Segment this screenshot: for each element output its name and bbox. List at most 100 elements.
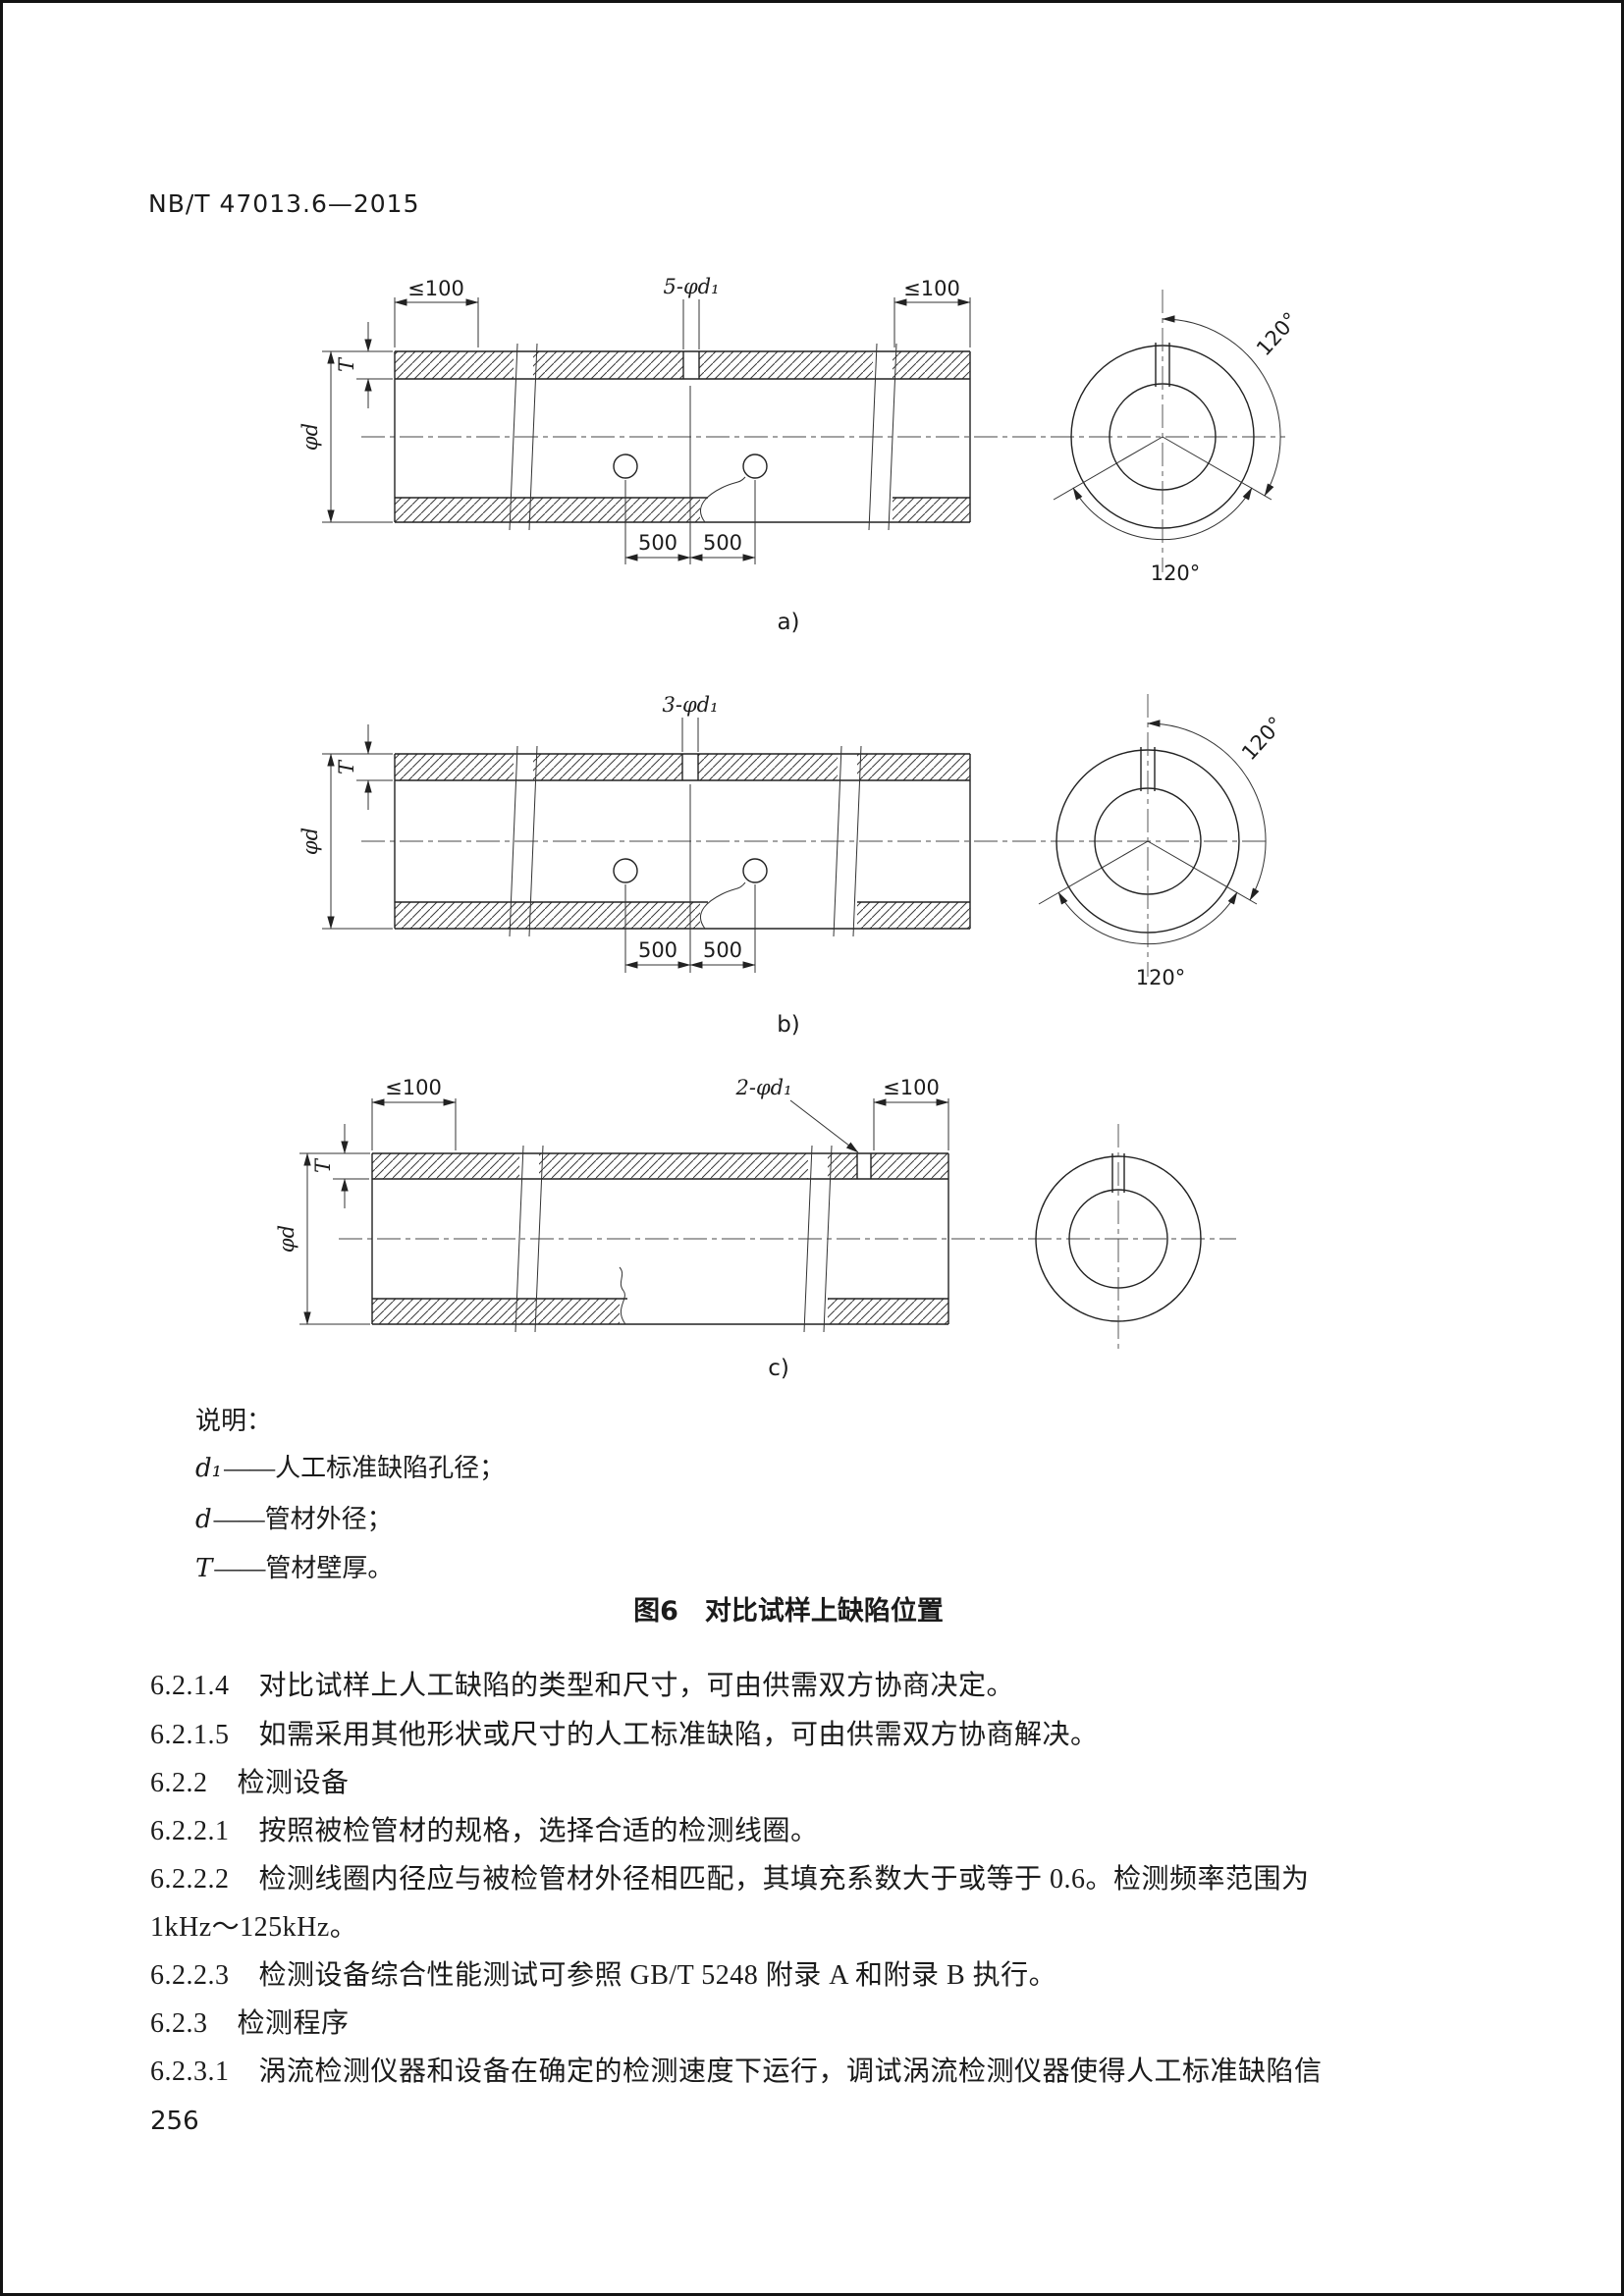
- dim-label-wall-thickness: T: [335, 759, 358, 774]
- body-paragraph: 6.2.2.2 检测线圈内径应与被检管材外径相匹配，其填充系数大于或等于 0.6。…: [150, 1857, 1310, 1896]
- subfigure-label-b: b): [777, 1012, 800, 1038]
- radius-120-right: [1162, 436, 1272, 501]
- defect-hole: [613, 858, 638, 883]
- body-paragraph-continuation: 1kHz～125kHz。: [150, 1905, 357, 1945]
- legend-item: d₁——人工标准缺陷孔径；: [195, 1448, 505, 1484]
- angle-arc-bottom: [1072, 487, 1253, 541]
- clause-number: 6.2.3: [150, 2008, 208, 2039]
- page-number: 256: [150, 2107, 199, 2136]
- dimensions-a: ≤100 5-φd₁ ≤100 500 500 φd T: [298, 275, 971, 564]
- hole-leader-line: [789, 1099, 859, 1153]
- dim-label-holes: 2-φd₁: [734, 1076, 791, 1099]
- body-paragraph: 6.2.3 检测程序: [150, 2002, 350, 2041]
- dim-label-holes: 3-φd₁: [662, 693, 718, 717]
- clause-text: 对比试样上人工缺陷的类型和尺寸，可由供需双方协商决定。: [258, 1671, 1015, 1701]
- clause-text: 检测程序: [237, 2008, 350, 2039]
- clause-number: 6.2.2: [150, 1768, 208, 1798]
- clause-number: 6.2.2.3: [150, 1960, 230, 1991]
- clause-text: 1kHz～125kHz。: [150, 1912, 358, 1943]
- break-lines: [509, 745, 862, 937]
- cross-section-a: 120° 120°: [1053, 290, 1303, 585]
- tube-longitudinal-section-c: [339, 1145, 1236, 1333]
- wall-hatching: [395, 351, 970, 522]
- dim-label-pitch: 500: [703, 938, 742, 962]
- radius-120-left: [1038, 840, 1149, 905]
- break-lines: [514, 1145, 833, 1333]
- legend-item: T——管材壁厚。: [195, 1548, 393, 1584]
- legend-text: ——人工标准缺陷孔径；: [224, 1454, 506, 1482]
- dim-label-outer-diameter: φd: [298, 828, 322, 855]
- dimensions-c: ≤100 2-φd₁ ≤100 φd T: [275, 1076, 949, 1325]
- partial-section-break-curve: [619, 1266, 626, 1325]
- top-wall-hole-section: [681, 754, 699, 780]
- clause-text: 按照被检管材的规格，选择合适的检测线圈。: [258, 1816, 819, 1846]
- tube-longitudinal-section-a: [361, 343, 1285, 531]
- cross-section-b: 120° 120°: [1038, 694, 1288, 989]
- angle-label-top: 120°: [1252, 307, 1303, 360]
- clause-number: 6.2.3.1: [150, 2056, 230, 2087]
- body-paragraph: 6.2.1.4 对比试样上人工缺陷的类型和尺寸，可由供需双方协商决定。: [150, 1664, 1014, 1703]
- legend-text: ——管材壁厚。: [214, 1554, 394, 1582]
- clause-text: 涡流检测仪器和设备在确定的检测速度下运行，调试涡流检测仪器使得人工标准缺陷信: [258, 2056, 1323, 2087]
- tube-outline: [371, 1152, 949, 1325]
- clause-number: 6.2.1.4: [150, 1671, 230, 1701]
- top-wall-hole-section: [682, 351, 700, 379]
- legend-symbol: d: [195, 1505, 212, 1534]
- clause-number: 6.2.2.2: [150, 1864, 230, 1895]
- dim-label-left-end: ≤100: [407, 277, 464, 300]
- angle-arc-top: [1162, 315, 1281, 497]
- figure-c-drawing: ≤100 2-φd₁ ≤100 φd T c): [275, 1076, 1236, 1381]
- clause-number: 6.2.2.1: [150, 1816, 230, 1846]
- dim-label-right-end: ≤100: [883, 1076, 940, 1099]
- clause-text: 检测设备综合性能测试可参照 GB/T 5248 附录 A 和附录 B 执行。: [258, 1960, 1057, 1991]
- subfigure-label-c: c): [768, 1356, 789, 1381]
- dim-label-wall-thickness: T: [311, 1157, 335, 1173]
- dim-label-pitch: 500: [638, 531, 677, 555]
- angle-arc-bottom: [1057, 891, 1238, 945]
- body-paragraph: 6.2.2.1 按照被检管材的规格，选择合适的检测线圈。: [150, 1809, 819, 1848]
- dim-label-outer-diameter: φd: [275, 1225, 298, 1253]
- legend-item: d——管材外径；: [195, 1499, 393, 1535]
- document-number: NB/T 47013.6—2015: [148, 189, 420, 218]
- radius-120-left: [1053, 436, 1164, 501]
- cross-section-c: [1035, 1124, 1202, 1354]
- clause-text: 如需采用其他形状或尺寸的人工标准缺陷，可由供需双方协商解决。: [258, 1720, 1099, 1750]
- defect-hole: [742, 858, 768, 883]
- radius-120-right: [1147, 840, 1258, 905]
- clause-number: 6.2.1.5: [150, 1720, 230, 1750]
- wall-hatching: [395, 754, 970, 929]
- angle-arc-top: [1147, 720, 1267, 901]
- subfigure-label-a: a): [777, 610, 799, 635]
- dim-label-wall-thickness: T: [335, 356, 358, 372]
- dim-label-outer-diameter: φd: [298, 423, 322, 451]
- dimensions-b: 3-φd₁ 500 500 φd T: [298, 693, 756, 973]
- wall-hatching: [372, 1153, 948, 1324]
- partial-section-break-curve: [699, 476, 746, 523]
- tube-longitudinal-section-b: [361, 745, 1271, 937]
- break-lines: [509, 343, 897, 531]
- body-paragraph: 6.2.2.3 检测设备综合性能测试可参照 GB/T 5248 附录 A 和附录 …: [150, 1953, 1056, 1993]
- legend-text: ——管材外径；: [213, 1505, 393, 1533]
- legend-title: 说明：: [195, 1407, 273, 1435]
- dim-label-right-end: ≤100: [903, 277, 960, 300]
- dim-label-left-end: ≤100: [385, 1076, 442, 1099]
- body-paragraph: 6.2.3.1 涡流检测仪器和设备在确定的检测速度下运行，调试涡流检测仪器使得人工…: [150, 2050, 1323, 2089]
- angle-label-top: 120°: [1237, 712, 1288, 765]
- figure-a-drawing: ≤100 5-φd₁ ≤100 500 500 φd T: [298, 275, 1303, 635]
- angle-label-bottom: 120°: [1136, 966, 1186, 989]
- legend-symbol: T: [195, 1554, 213, 1583]
- partial-section-break-curve: [699, 881, 746, 930]
- figure-b-drawing: 3-φd₁ 500 500 φd T 120° 120°: [298, 693, 1288, 1038]
- clause-text: 检测线圈内径应与被检管材外径相匹配，其填充系数大于或等于 0.6。检测频率范围为: [258, 1864, 1310, 1895]
- angle-label-bottom: 120°: [1151, 561, 1201, 585]
- top-wall-hole-section: [856, 1153, 872, 1179]
- dim-label-pitch: 500: [703, 531, 742, 555]
- figure-caption: 图6 对比试样上缺陷位置: [633, 1596, 944, 1627]
- dim-label-holes: 5-φd₁: [663, 275, 719, 298]
- tube-outline: [394, 350, 971, 523]
- defect-hole: [613, 454, 638, 479]
- body-paragraph: 6.2.1.5 如需采用其他形状或尺寸的人工标准缺陷，可由供需双方协商解决。: [150, 1713, 1099, 1752]
- dim-label-pitch: 500: [638, 938, 677, 962]
